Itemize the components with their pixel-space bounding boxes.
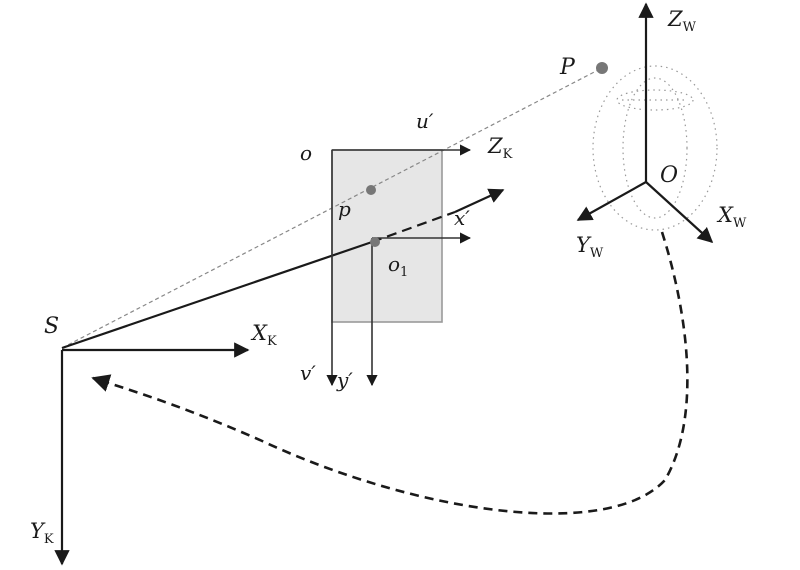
world-point-P: [596, 62, 608, 74]
label-u-prime: u′: [416, 109, 434, 133]
label-O: O: [660, 163, 678, 188]
optical-axis-front: [454, 188, 505, 213]
label-x-prime: x′: [454, 206, 470, 230]
label-yk: YK: [30, 519, 54, 547]
label-zw: ZW: [667, 7, 697, 35]
transformation-curve: [91, 231, 689, 515]
principal-point-o1: [370, 237, 380, 247]
label-v-prime: v′: [300, 361, 316, 385]
label-P: P: [559, 55, 576, 80]
label-xk: XK: [250, 321, 277, 349]
axis-yw: [576, 181, 647, 221]
world-object: [592, 65, 718, 231]
optical-axis-dashed: [371, 210, 456, 244]
label-yw: YW: [576, 233, 604, 261]
axis-xw: [645, 181, 714, 244]
label-o1: o1: [388, 252, 408, 280]
image-point-p: [366, 185, 376, 195]
label-xw: XW: [716, 203, 747, 231]
label-p: p: [338, 197, 351, 221]
label-zk: ZK: [487, 134, 513, 162]
label-o: o: [300, 141, 312, 165]
label-S: S: [44, 314, 59, 339]
optical-axis: [61, 240, 373, 350]
label-y-prime: y′: [336, 368, 353, 392]
